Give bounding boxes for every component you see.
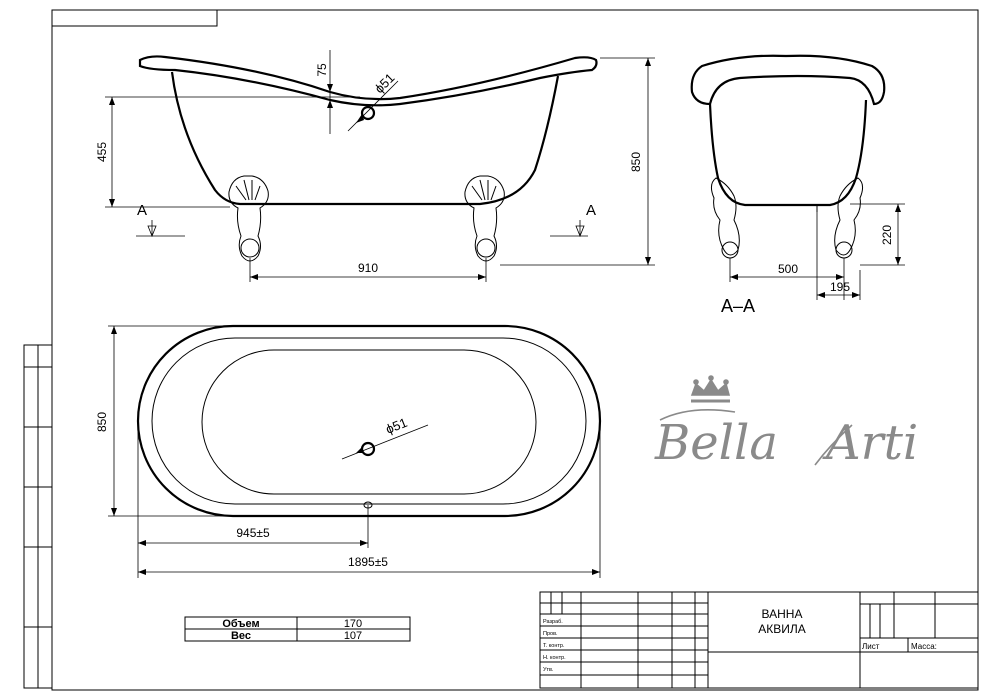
section-marker-left: A: [137, 202, 147, 219]
specs-table: [184, 616, 411, 642]
section-view: [690, 54, 905, 300]
dim-drain-offset: 945±5: [236, 526, 270, 540]
title-row-label: Н. контр.: [543, 655, 566, 661]
spec-value-volume: 170: [344, 618, 362, 630]
section-label: A–A: [721, 296, 755, 316]
dim-rim-depth: 75: [315, 63, 329, 77]
spec-label-weight: Вес: [231, 630, 251, 642]
crown-icon: [690, 375, 731, 403]
title-row-label: Утв.: [543, 667, 554, 673]
dim-total-height: 850: [629, 152, 643, 172]
spec-label-volume: Объем: [222, 618, 259, 630]
dim-section-width: 500: [778, 262, 798, 276]
dim-plan-width: 850: [95, 412, 109, 432]
right-leg: [464, 175, 505, 262]
dim-drain-diameter-side: ϕ51: [372, 70, 398, 96]
title-row-label: Разраб.: [543, 619, 563, 625]
section-marker-right: A: [586, 202, 596, 219]
side-view: [105, 50, 655, 282]
dim-drain-diameter-plan: ϕ51: [384, 415, 410, 437]
sheet-label: Лист: [862, 642, 880, 651]
title-block: [539, 591, 979, 689]
left-leg: [228, 175, 269, 262]
brand-name-part1: Bella: [654, 415, 778, 471]
brand-logo: Bella Arti: [654, 375, 918, 471]
dim-total-length: 1895±5: [348, 555, 388, 569]
dim-section-leg-offset: 195: [830, 280, 850, 294]
dim-section-leg-height: 220: [880, 225, 894, 245]
plan-view: [108, 324, 602, 578]
title-row-label: Т. контр.: [543, 643, 565, 649]
title-row-label: Пров.: [543, 631, 558, 637]
dim-leg-spacing: 910: [358, 261, 378, 275]
sheet-frame: [23, 9, 979, 691]
spec-value-weight: 107: [344, 630, 362, 642]
product-name: АКВИЛА: [758, 622, 806, 636]
product-type: ВАННА: [762, 607, 803, 621]
dim-drain-height: 455: [95, 142, 109, 162]
brand-name-part2: Arti: [822, 415, 918, 471]
mass-label: Масса:: [911, 642, 937, 651]
